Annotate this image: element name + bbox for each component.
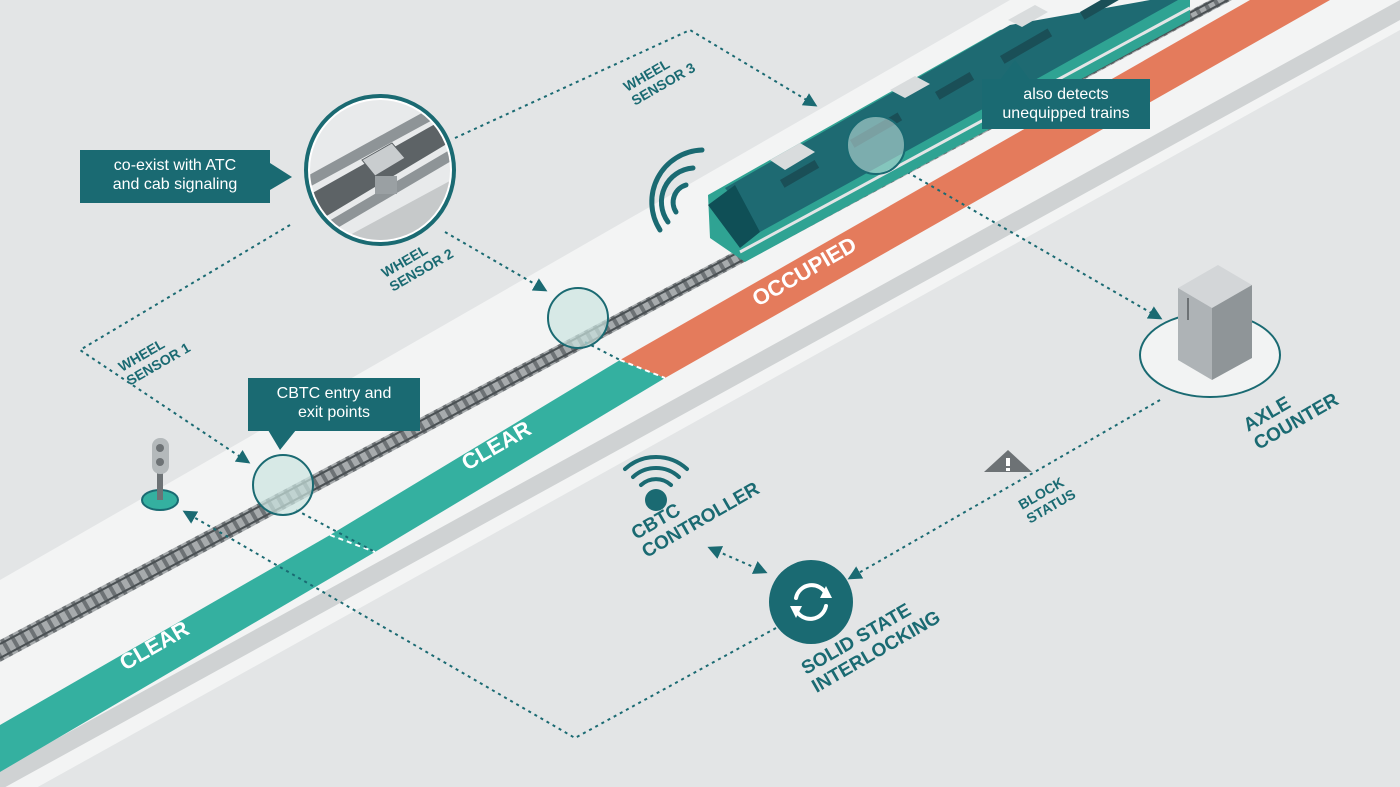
callout-cbtc-points: CBTC entry and exit points <box>248 378 420 431</box>
callout-detects-unequipped: also detects unequipped trains <box>982 79 1150 129</box>
sensor-magnifier <box>304 94 456 246</box>
wheel-sensor-3-marker <box>846 115 906 175</box>
cbtc-wireless-icon <box>623 455 689 511</box>
clear-block-upper <box>330 360 665 552</box>
signal-icon <box>141 438 179 511</box>
train <box>708 0 1191 262</box>
clear-block-lower <box>0 535 375 772</box>
dotted-connections <box>78 28 1163 740</box>
wheel-sensor-2-marker <box>547 287 609 349</box>
callout-coexist: co-exist with ATC and cab signaling <box>80 150 270 203</box>
warning-icon <box>984 450 1032 472</box>
refresh-icon <box>769 560 853 644</box>
occupied-block <box>620 0 1330 378</box>
wireless-icon <box>649 147 705 233</box>
wheel-sensor-1-marker <box>252 454 314 516</box>
axle-counter-cabinet-icon <box>1139 265 1281 398</box>
